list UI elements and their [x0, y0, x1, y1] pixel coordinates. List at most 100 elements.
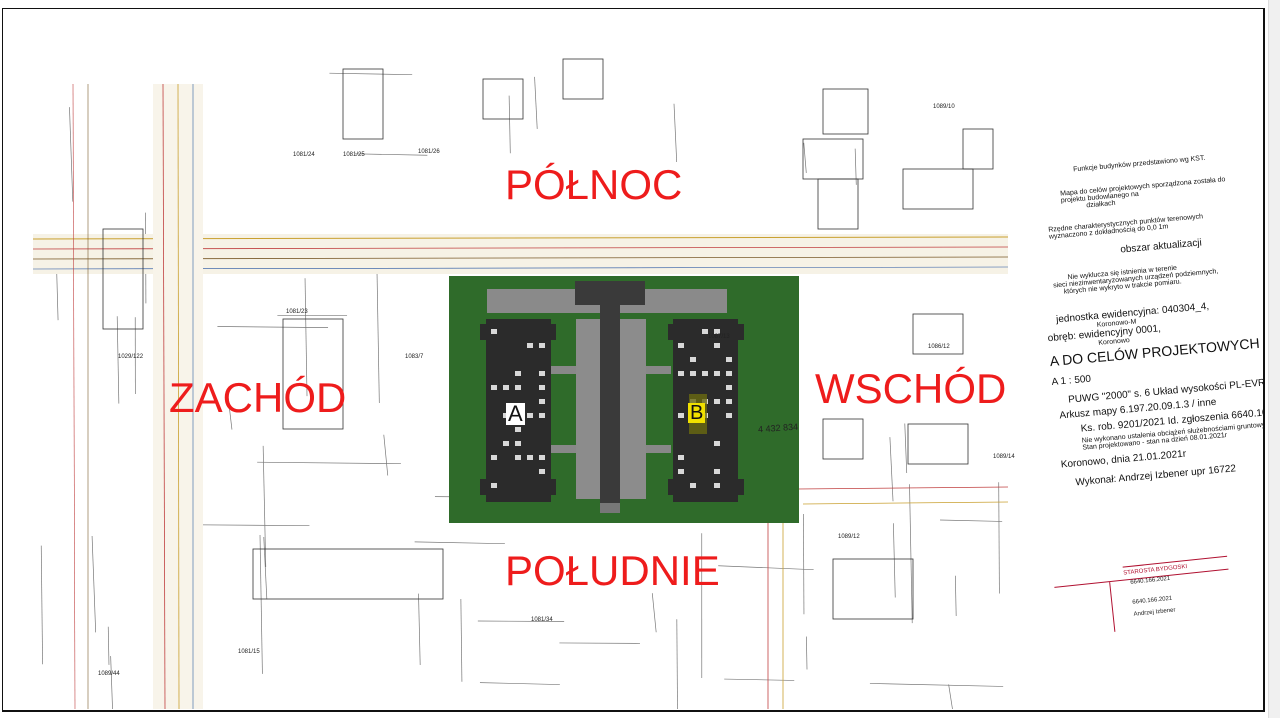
existing-building: [822, 418, 864, 460]
building-detail: [726, 357, 732, 362]
building-detail: [539, 469, 545, 474]
label-north: PÓŁNOC: [505, 161, 683, 208]
existing-building: [802, 138, 864, 180]
parcel-label: 1083/7: [405, 354, 424, 360]
parcel-label: 1081/15: [238, 649, 260, 655]
building-detail: [527, 455, 533, 460]
building-detail: [491, 455, 497, 460]
parcel-label: 1081/24: [293, 152, 315, 158]
parcel-boundary: [508, 95, 511, 154]
building-detail: [714, 469, 720, 474]
parcel-label: 1089/44: [98, 671, 120, 677]
building-a-label: A: [506, 401, 525, 426]
parcel-boundary: [651, 593, 657, 633]
map-frame: PÓŁNOC POŁUDNIE ZACHÓD WSCHÓD A B 4 432 …: [2, 8, 1265, 712]
building-a: [480, 319, 556, 502]
parcel-boundary: [91, 536, 97, 633]
parcel-boundary: [263, 536, 268, 600]
building-detail: [515, 385, 521, 390]
parcel-boundary: [418, 593, 421, 665]
parcel-boundary: [479, 682, 560, 685]
parcel-boundary: [40, 545, 43, 665]
parcel-boundary: [940, 519, 1003, 522]
existing-building: [912, 313, 964, 355]
parcel-boundary: [376, 262, 380, 404]
building-detail: [678, 413, 684, 418]
building-detail: [539, 371, 545, 376]
building-detail: [714, 371, 720, 376]
building-detail: [515, 441, 521, 446]
building-detail: [539, 455, 545, 460]
parcel-boundary: [889, 437, 894, 502]
existing-building: [962, 128, 994, 170]
building-detail: [527, 413, 533, 418]
parcel-boundary: [954, 575, 957, 617]
building-detail: [714, 441, 720, 446]
parcel-boundary: [257, 461, 401, 465]
building-b-label: B: [688, 402, 706, 424]
parcel-label: 1029/122: [118, 354, 144, 360]
parcel-boundary: [227, 396, 233, 430]
parcel-boundary: [909, 484, 913, 624]
building-detail: [527, 343, 533, 348]
parcel-label: 1081/34: [531, 617, 553, 623]
building-detail: [690, 357, 696, 362]
building-detail: [491, 329, 497, 334]
existing-building: [822, 88, 869, 135]
building-detail: [690, 371, 696, 376]
parcel-boundary: [329, 72, 413, 76]
parcel-boundary: [383, 434, 389, 476]
parcel-boundary: [893, 523, 896, 598]
parcel-label: 1087/13: [708, 334, 730, 340]
building-detail: [539, 385, 545, 390]
label-east: WSCHÓD: [815, 365, 1007, 412]
existing-building: [482, 78, 524, 120]
parcel-boundary: [534, 76, 538, 129]
parcel-boundary: [869, 683, 1004, 687]
building-detail: [714, 343, 720, 348]
scrollbar-strip: [1268, 0, 1280, 718]
existing-building: [102, 228, 144, 330]
parcel-boundary: [904, 423, 908, 474]
building-detail: [491, 385, 497, 390]
parcel-boundary: [676, 619, 678, 710]
parcel-boundary: [854, 148, 857, 185]
label-west: ZACHÓD: [169, 374, 347, 421]
existing-building: [832, 558, 914, 620]
building-detail: [702, 371, 708, 376]
project-site: [449, 276, 799, 523]
parcel-boundary: [948, 684, 953, 710]
existing-building: [562, 58, 604, 100]
parcel-boundary: [673, 103, 678, 163]
parcel-boundary: [414, 541, 505, 545]
building-detail: [702, 329, 708, 334]
existing-building: [252, 548, 444, 600]
existing-building: [902, 168, 974, 210]
building-detail: [503, 441, 509, 446]
parcel-label: 1086/12: [928, 344, 950, 350]
parcel-label: 1081/23: [286, 309, 308, 315]
parcel-boundary: [110, 656, 113, 710]
parcel-boundary: [803, 142, 807, 173]
east-street: [767, 486, 1009, 709]
map-legend: Funkcje budynków przedstawiono wg KST. M…: [1043, 150, 1263, 489]
parcel-boundary: [217, 326, 329, 328]
building-detail: [678, 343, 684, 348]
parcel-boundary: [724, 678, 795, 681]
building-detail: [678, 455, 684, 460]
building-detail: [539, 413, 545, 418]
existing-building: [817, 178, 859, 230]
parcel-label: 1081/25: [343, 152, 365, 158]
parcel-boundary: [116, 316, 120, 404]
label-south: POŁUDNIE: [505, 547, 720, 594]
parcel-boundary: [355, 153, 428, 156]
parcel-label: 1081/26: [418, 149, 440, 155]
parcel-boundary: [259, 534, 263, 674]
building-detail: [726, 371, 732, 376]
building-detail: [678, 371, 684, 376]
parcel-label: 1089/12: [838, 534, 860, 540]
parcel-boundary: [718, 565, 814, 571]
building-detail: [714, 399, 720, 404]
parcel-boundary: [262, 445, 267, 568]
building-detail: [714, 483, 720, 488]
